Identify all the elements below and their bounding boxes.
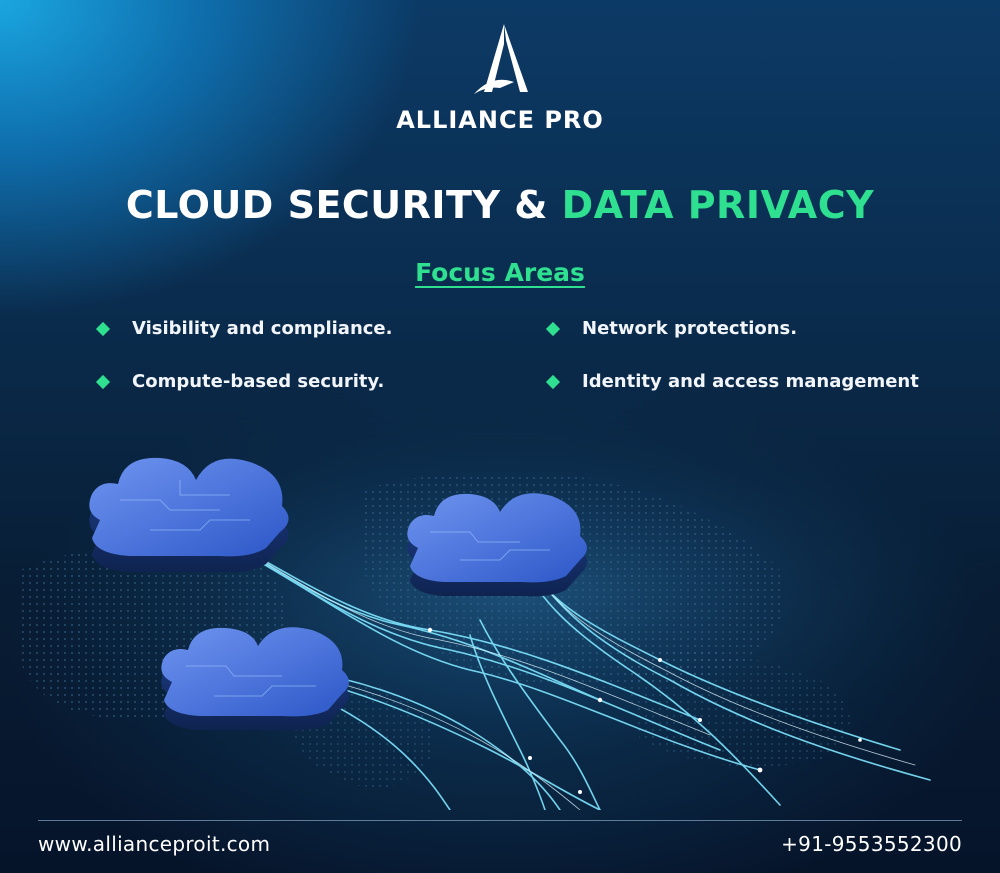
list-item: Identity and access management: [545, 371, 919, 392]
brand-logo: ALLIANCE PRO: [0, 22, 1000, 134]
alliance-pro-logo-mark-icon: [474, 24, 528, 94]
cloud-node-1: [89, 457, 289, 573]
title-part-cloud-security: CLOUD SECURITY &: [125, 183, 548, 227]
page-title: CLOUD SECURITY & DATA PRIVACY: [0, 183, 1000, 227]
footer-divider: [38, 820, 962, 821]
focus-areas-heading: Focus Areas: [0, 258, 1000, 287]
cloud-node-3: [161, 627, 349, 731]
light-particles: [427, 627, 862, 794]
list-item: Compute-based security.: [95, 371, 385, 392]
website-link[interactable]: www.allianceproit.com: [38, 832, 271, 856]
list-item: Visibility and compliance.: [95, 318, 393, 339]
diamond-icon: [545, 374, 561, 389]
focus-areas-label: Focus Areas: [415, 258, 585, 287]
title-part-data-privacy: DATA PRIVACY: [561, 183, 875, 227]
cloud-network-illustration: [20, 420, 1000, 810]
diamond-icon: [95, 374, 111, 389]
list-item-label: Network protections.: [582, 318, 798, 339]
focus-areas-list: Visibility and compliance. Network prote…: [0, 318, 1000, 408]
list-item-label: Visibility and compliance.: [132, 318, 393, 339]
phone-number[interactable]: +91-9553552300: [781, 832, 962, 856]
list-item-label: Identity and access management: [582, 371, 919, 392]
cloud-node-2: [407, 493, 587, 597]
brand-name: ALLIANCE PRO: [396, 106, 604, 134]
list-item: Network protections.: [545, 318, 798, 339]
diamond-icon: [95, 321, 111, 336]
list-item-label: Compute-based security.: [132, 371, 385, 392]
diamond-icon: [545, 321, 561, 336]
